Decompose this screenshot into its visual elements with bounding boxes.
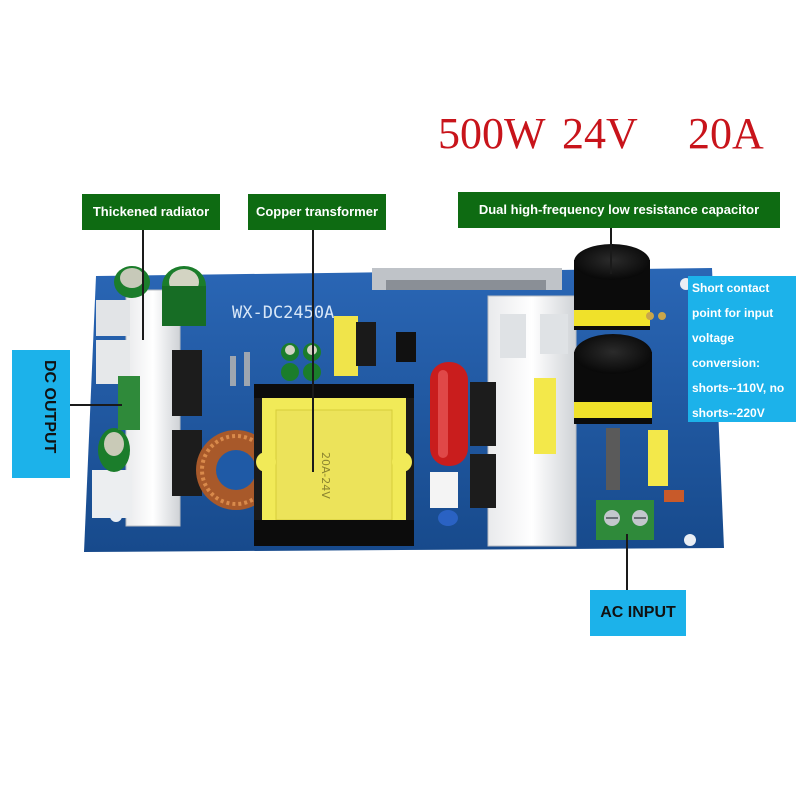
bulk-capacitors bbox=[574, 244, 652, 424]
blue-cap bbox=[438, 510, 458, 526]
spec-headline: 500W 24V 20A bbox=[438, 108, 788, 160]
callout-voltage-note: Short contact point for input voltage co… bbox=[688, 276, 796, 422]
dc-output-label: DC OUTPUT bbox=[41, 360, 58, 454]
callout-capacitor: Dual high-frequency low resistance capac… bbox=[458, 192, 780, 228]
leader-capacitor bbox=[610, 228, 612, 274]
model-silkscreen: WX-DC2450A bbox=[232, 303, 334, 323]
small-capacitors bbox=[230, 343, 321, 386]
leader-dc-output bbox=[68, 404, 122, 406]
mounting-hole bbox=[684, 534, 696, 546]
callout-ac-input: AC INPUT bbox=[590, 590, 686, 636]
ac-input-terminal bbox=[596, 500, 654, 540]
spec-voltage: 24V bbox=[562, 109, 638, 158]
output-capacitors bbox=[98, 266, 206, 472]
leader-transformer bbox=[312, 228, 314, 472]
mounting-hole bbox=[110, 510, 122, 522]
aux-transformer bbox=[334, 316, 358, 376]
main-transformer: 20A-24V bbox=[254, 384, 414, 546]
spec-power: 500W bbox=[438, 109, 546, 158]
white-relay bbox=[430, 472, 458, 508]
dc-output-terminal bbox=[118, 376, 140, 430]
callout-radiator: Thickened radiator bbox=[82, 194, 220, 230]
film-capacitor bbox=[430, 362, 468, 466]
callout-transformer: Copper transformer bbox=[248, 194, 386, 230]
leader-ac-input bbox=[626, 534, 628, 590]
callout-dc-output: DC OUTPUT bbox=[12, 350, 70, 478]
right-heatsink bbox=[470, 295, 577, 547]
control-ic bbox=[396, 332, 416, 362]
transformer-silkscreen: 20A-24V bbox=[319, 452, 332, 499]
input-filter bbox=[606, 312, 684, 502]
leader-radiator bbox=[142, 228, 144, 340]
spec-current: 20A bbox=[688, 109, 764, 158]
